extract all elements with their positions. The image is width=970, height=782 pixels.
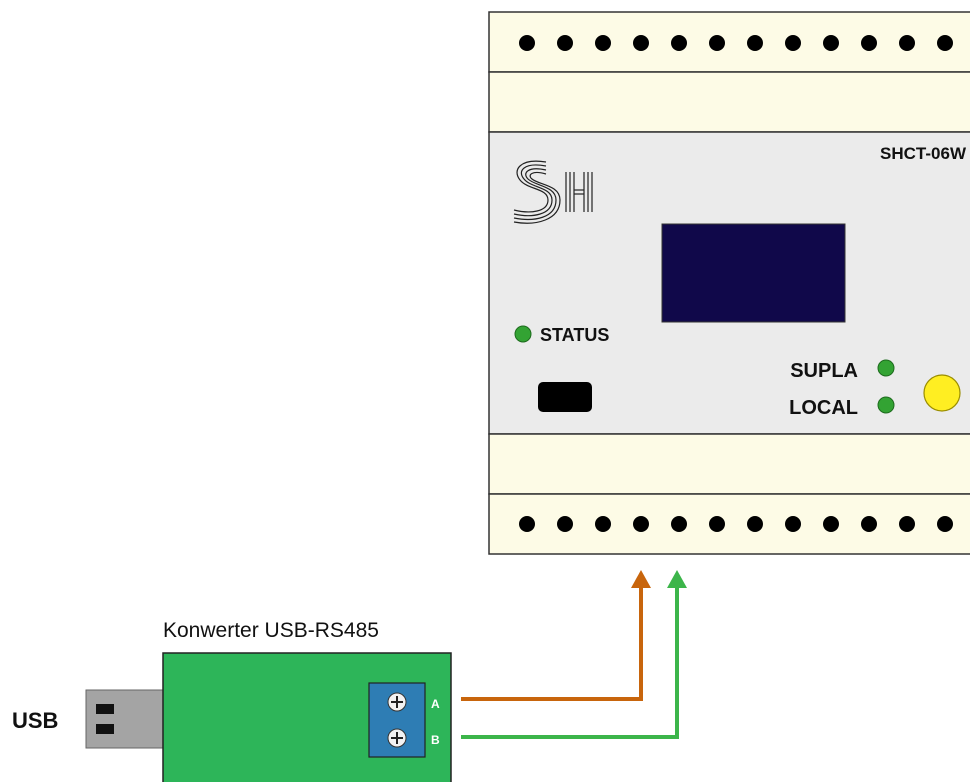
bottom-terminals bbox=[519, 516, 953, 532]
wire-b bbox=[461, 570, 687, 739]
oled-display bbox=[661, 223, 846, 323]
sh-logo bbox=[513, 160, 593, 224]
usb-rs485-converter: Konwerter USB-RS485 USB A B bbox=[12, 619, 452, 782]
wire-b-arrowhead bbox=[667, 570, 687, 588]
top-terminals bbox=[519, 35, 953, 51]
top-cover bbox=[488, 71, 970, 133]
bottom-cover bbox=[488, 433, 970, 495]
pin-b-label: B bbox=[431, 733, 440, 747]
supla-led bbox=[877, 359, 895, 377]
converter-title: Konwerter USB-RS485 bbox=[163, 619, 379, 642]
status-led bbox=[514, 325, 532, 343]
model-label: SHCT-06W bbox=[880, 144, 967, 163]
pin-a-label: A bbox=[431, 697, 440, 711]
status-label: STATUS bbox=[540, 325, 609, 345]
usb-plug bbox=[85, 689, 164, 749]
usb-contact-bottom bbox=[96, 724, 114, 734]
usb-contact-top bbox=[96, 704, 114, 714]
usb-port bbox=[538, 382, 592, 412]
local-label: LOCAL bbox=[789, 397, 858, 419]
usb-label: USB bbox=[12, 708, 58, 733]
wire-a bbox=[461, 570, 651, 701]
wire-a-arrowhead bbox=[631, 570, 651, 588]
push-button bbox=[923, 374, 961, 412]
supla-label: SUPLA bbox=[790, 360, 858, 382]
shct-device: SHCT-06W STATUS SUPLA LOCAL bbox=[488, 11, 970, 555]
local-led bbox=[877, 396, 895, 414]
